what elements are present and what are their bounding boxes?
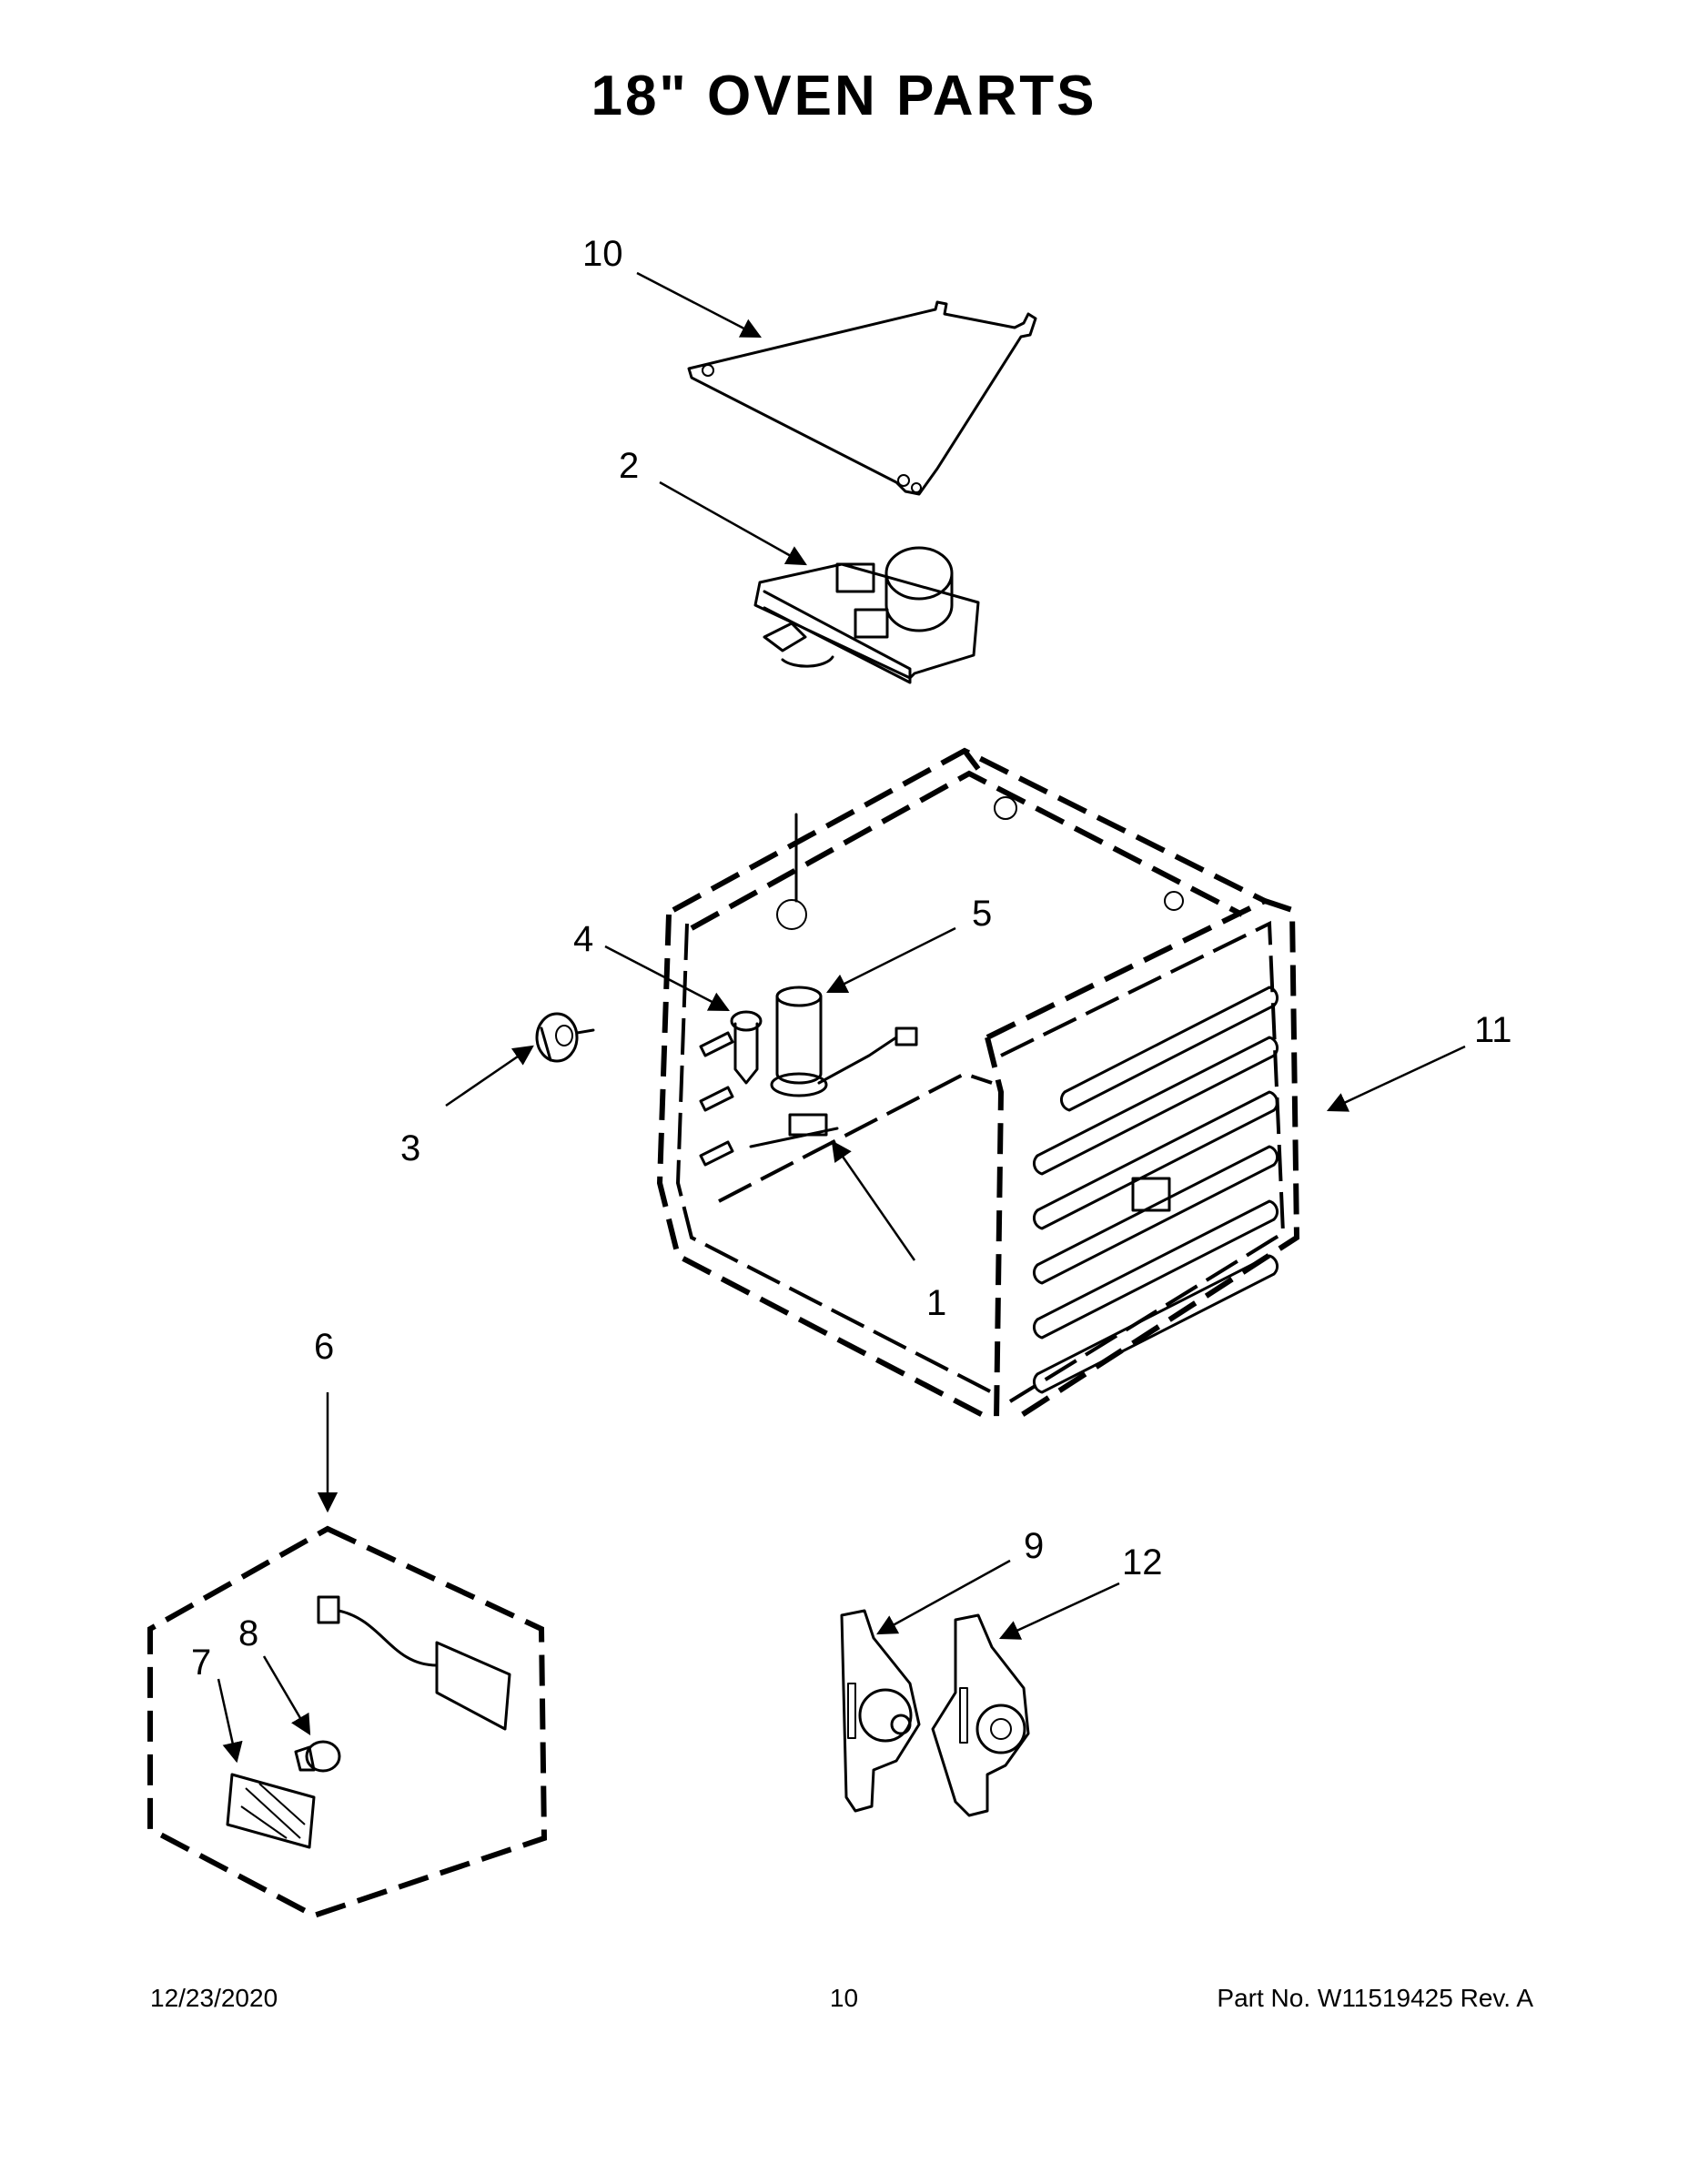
part-2-latch-assembly	[753, 546, 980, 684]
part-9-hinge	[840, 1609, 921, 1813]
callout-8: 8	[238, 1613, 258, 1653]
callout-11: 11	[1474, 1010, 1512, 1050]
callout-3: 3	[400, 1128, 420, 1168]
part-1-terminal	[749, 1113, 839, 1148]
callout-12: 12	[1122, 1542, 1163, 1582]
part-3-spacer	[535, 1012, 595, 1063]
callout-7: 7	[191, 1643, 211, 1683]
callout-2: 2	[619, 446, 639, 486]
footer-part-number: Part No. W11519425 Rev. A	[1217, 1984, 1533, 2012]
leader-arrows	[217, 271, 1466, 1764]
footer-page-number: 10	[829, 1984, 859, 2012]
callout-5: 5	[972, 894, 992, 934]
part-10-shield-plate	[687, 300, 1037, 496]
callout-9: 9	[1024, 1526, 1044, 1566]
part-12-hinge	[931, 1613, 1030, 1817]
part-8-bulb	[294, 1740, 341, 1773]
callout-4: 4	[573, 919, 593, 959]
callout-6: 6	[314, 1327, 334, 1367]
page-title: 18" OVEN PARTS	[591, 65, 1097, 127]
part-4-screw	[730, 1010, 763, 1085]
callout-1: 1	[926, 1283, 946, 1323]
callout-10: 10	[582, 234, 623, 274]
footer-date: 12/23/2020	[150, 1984, 278, 2012]
part-7-lens	[226, 1773, 316, 1849]
part-11-oven-cavity	[656, 747, 1300, 1422]
part-6-light-assembly	[147, 1525, 548, 1919]
part-5-sensor	[770, 986, 918, 1097]
